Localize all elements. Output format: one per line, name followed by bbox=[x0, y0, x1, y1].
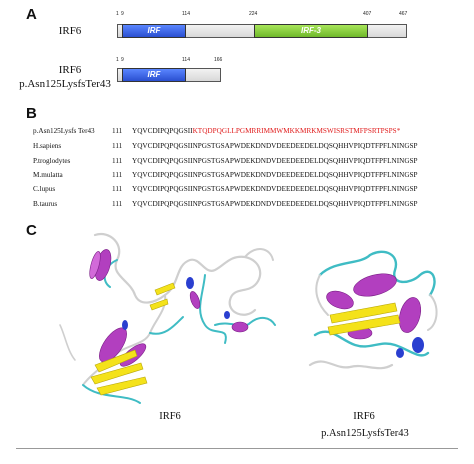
mutant-3d-structure-model bbox=[308, 250, 438, 370]
sequence: YQVCDIPQPQGSIINPGSTGSAPWDEKDNDVDEEDEEDEL… bbox=[132, 185, 418, 193]
mut-irf-domain: IRF bbox=[122, 68, 186, 82]
wt-tick-407: 407 bbox=[363, 11, 372, 17]
figure-border-bottom bbox=[16, 448, 458, 449]
panel-letter-a: A bbox=[26, 6, 37, 23]
irf6-model-caption: IRF6 bbox=[159, 411, 181, 422]
wt-tick-114: 114 bbox=[182, 11, 190, 17]
wild-type-protein-label: IRF6 bbox=[58, 25, 82, 37]
start-position: 111 bbox=[112, 171, 123, 179]
species-name: P.troglodytes bbox=[33, 157, 71, 165]
wt-irf3-domain: IRF-3 bbox=[254, 24, 368, 38]
sequence: YQVCDIPQPQGSIINPGSTGSAPWDEKDNDVDEEDEEDEL… bbox=[132, 200, 418, 208]
irf6-3d-structure-model bbox=[59, 232, 276, 404]
start-position: 111 bbox=[112, 200, 123, 208]
wt-tick-467: 467 bbox=[399, 11, 408, 17]
alignment-row-h-sapiens: H.sapiens 111 YQVCDIPQPQGSIINPGSTGSAPWDEKD… bbox=[33, 140, 418, 152]
mutant-model-caption-line2: p.Asn125LysfsTer43 bbox=[321, 428, 409, 439]
panel-letter-b: B bbox=[26, 105, 37, 122]
alignment-row-mutant: p.Asn125Lysfs Ter43 111 YQVCDIPQPQGSIIKTQD… bbox=[33, 125, 400, 137]
mutant-model-caption-line1: IRF6 bbox=[353, 411, 375, 422]
wt-tick-1: 1 bbox=[116, 11, 119, 17]
wt-irf-domain: IRF bbox=[122, 24, 186, 38]
sequence-frameshift: KTQDPQGLLPGMRRIMMWMKKMRKMSWISRSTMFPSRTPS… bbox=[192, 127, 401, 135]
mut-tick-1: 1 bbox=[116, 57, 119, 63]
alignment-row-p-troglodytes: P.troglodytes 111 YQVCDIPQPQGSIINPGSTGSAPW… bbox=[33, 155, 418, 167]
mutant-protein-label-line1: IRF6 bbox=[58, 64, 82, 76]
species-name: M.mulatta bbox=[33, 171, 63, 179]
start-position: 111 bbox=[112, 157, 123, 165]
panel-letter-c: C bbox=[26, 222, 37, 239]
alignment-row-c-lupus: C.lupus 111 YQVCDIPQPQGSIINPGSTGSAPWDEKDND… bbox=[33, 183, 418, 195]
mut-tick-9: 9 bbox=[121, 57, 124, 63]
alignment-row-b-taurus: B.taurus 111 YQVCDIPQPQGSIINPGSTGSAPWDEKDN… bbox=[33, 198, 418, 210]
species-name: C.lupus bbox=[33, 185, 56, 193]
sequence: YQVCDIPQPQGSIINPGSTGSAPWDEKDNDVDEEDEEDEL… bbox=[132, 142, 418, 150]
sequence-conserved: YQVCDIPQPQGSII bbox=[132, 127, 193, 135]
start-position: 111 bbox=[112, 142, 123, 150]
mutant-protein-label-line2: p.Asn125LysfsTer43 bbox=[19, 78, 111, 90]
alignment-row-m-mulatta: M.mulatta 111 YQVCDIPQPQGSIINPGSTGSAPWDEKD… bbox=[33, 169, 418, 181]
sequence: YQVCDIPQPQGSIINPGSTGSAPWDEKDNDVDEEDEEDEL… bbox=[132, 171, 418, 179]
species-name: p.Asn125Lysfs Ter43 bbox=[33, 127, 95, 135]
wt-tick-224: 224 bbox=[249, 11, 258, 17]
mut-tick-114: 114 bbox=[182, 57, 190, 63]
start-position: 111 bbox=[112, 127, 123, 135]
mut-tick-166: 166 bbox=[214, 57, 223, 63]
species-name: B.taurus bbox=[33, 200, 58, 208]
wt-tick-9: 9 bbox=[121, 11, 124, 17]
species-name: H.sapiens bbox=[33, 142, 62, 150]
sequence: YQVCDIPQPQGSIINPGSTGSAPWDEKDNDVDEEDEEDEL… bbox=[132, 157, 418, 165]
start-position: 111 bbox=[112, 185, 123, 193]
